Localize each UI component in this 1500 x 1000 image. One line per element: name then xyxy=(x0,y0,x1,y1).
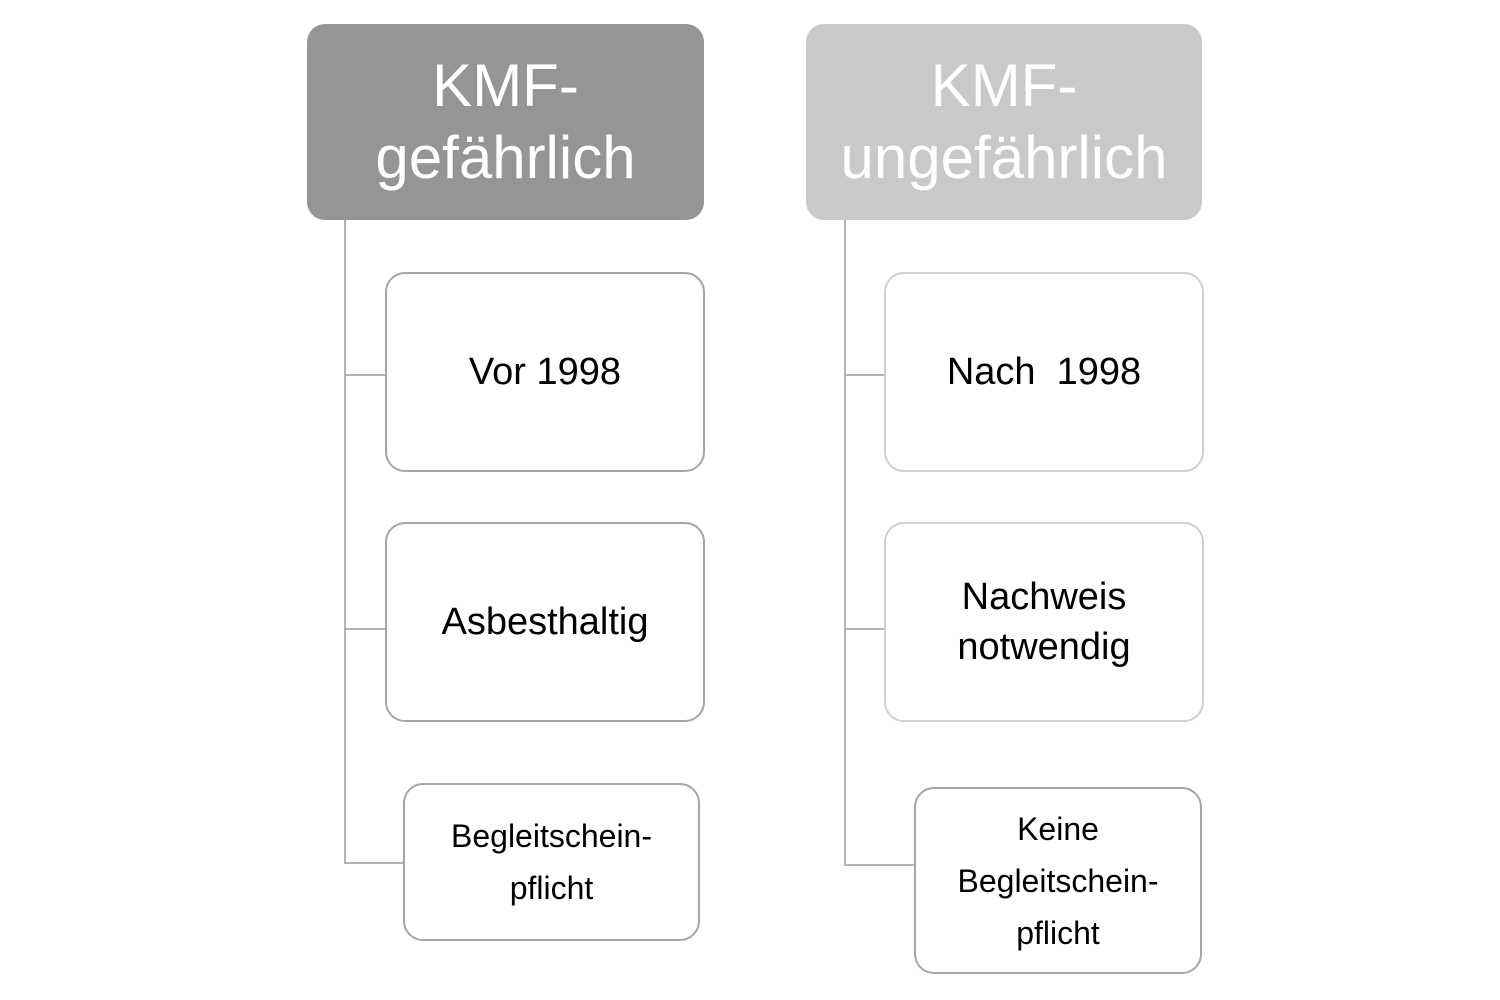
header-kmf-ungefaehrlich: KMF- ungefährlich xyxy=(806,24,1202,220)
connector-branch-left-3 xyxy=(344,862,404,864)
connector-branch-left-2 xyxy=(344,628,386,630)
node-nachweis-notwendig: Nachweis notwendig xyxy=(884,522,1204,722)
header-line: gefährlich xyxy=(375,124,636,191)
connector-branch-right-2 xyxy=(844,628,886,630)
node-line: Asbesthaltig xyxy=(441,601,649,643)
node-line: pflicht xyxy=(509,870,594,906)
header-line: KMF- xyxy=(930,52,1078,119)
connector-branch-left-1 xyxy=(344,374,386,376)
node-vor-1998: Vor 1998 xyxy=(385,272,705,472)
connector-branch-right-1 xyxy=(844,374,886,376)
node-line: Nach 1998 xyxy=(946,351,1142,393)
node-begleitscheinpflicht: Begleitschein- pflicht xyxy=(403,783,700,941)
connector-branch-right-3 xyxy=(844,864,916,866)
node-asbesthaltig: Asbesthaltig xyxy=(385,522,705,722)
connector-trunk-left xyxy=(344,220,346,864)
node-line: Begleitschein- xyxy=(957,862,1159,899)
header-line: ungefährlich xyxy=(840,124,1168,191)
node-line: Vor 1998 xyxy=(468,351,622,393)
header-kmf-gefaehrlich: KMF- gefährlich xyxy=(307,24,704,220)
node-line: pflicht xyxy=(1016,914,1100,951)
connector-trunk-right xyxy=(844,220,846,866)
node-keine-begleitscheinpflicht: Keine Begleitschein- pflicht xyxy=(914,787,1202,974)
node-line: Keine xyxy=(1017,810,1099,847)
header-line: KMF- xyxy=(432,52,579,119)
node-line: notwendig xyxy=(957,626,1131,668)
node-line: Begleitschein- xyxy=(451,818,652,854)
node-nach-1998: Nach 1998 xyxy=(884,272,1204,472)
node-line: Nachweis xyxy=(961,576,1127,618)
